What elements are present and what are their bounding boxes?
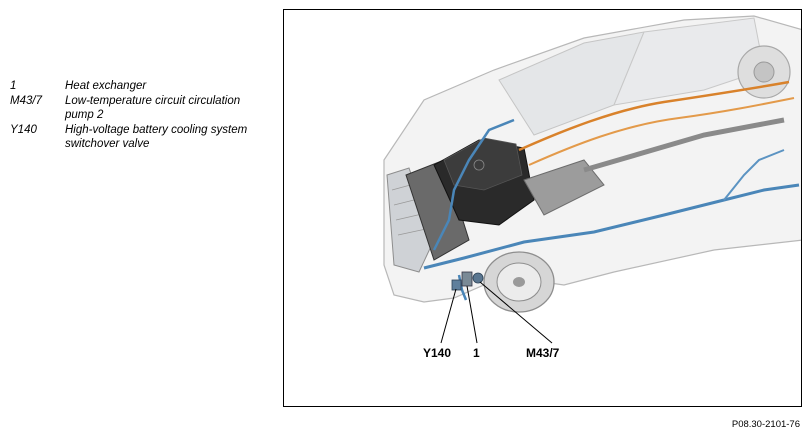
legend-code: M43/7	[10, 95, 42, 107]
legend-desc: High-voltage battery cooling system swit…	[65, 124, 248, 150]
heat-exchanger	[461, 271, 473, 287]
grille-bar	[397, 228, 427, 236]
engine-emblem-icon	[473, 159, 485, 171]
coolant-line	[423, 183, 800, 270]
callout-m43: M43/7	[526, 346, 560, 360]
leader-line-y140	[440, 288, 457, 344]
side-windows	[613, 17, 765, 106]
transmission	[523, 159, 605, 216]
legend-desc: Low-temperature circuit circulation pump…	[65, 95, 241, 121]
leader-line-m43	[479, 281, 553, 344]
front-grille	[386, 167, 435, 273]
hv-cable	[518, 80, 790, 152]
callout-1: 1	[473, 346, 480, 360]
legend-code: 1	[10, 80, 17, 92]
radiator-block	[405, 159, 470, 261]
circulation-pump	[472, 272, 484, 284]
drive-shaft	[583, 117, 785, 173]
legend-item-switchover-valve: Y140 High-voltage battery cooling system…	[10, 123, 272, 151]
legend-item-circulation-pump: M43/7 Low-temperature circuit circulatio…	[10, 94, 272, 122]
vehicle-cutaway-illustration	[383, 15, 801, 344]
figure-reference: P08.30-2101-76	[731, 419, 800, 430]
front-wheel-hub	[513, 277, 525, 287]
coolant-line	[432, 118, 515, 251]
grille-bar	[395, 213, 423, 221]
callout-y140: Y140	[423, 346, 452, 360]
leader-line-1	[466, 285, 478, 344]
rear-wheel-hub	[753, 61, 775, 83]
illustration-frame: Y140 1 M43/7	[283, 9, 802, 407]
switchover-valve	[451, 279, 462, 291]
legend-desc: Heat exchanger	[65, 80, 147, 92]
hv-cable	[528, 97, 795, 166]
legend-item-heat-exchanger: 1 Heat exchanger	[10, 79, 272, 93]
legend-code: Y140	[10, 124, 37, 136]
coolant-line	[723, 149, 785, 201]
legend: 1 Heat exchanger M43/7 Low-temperature c…	[10, 79, 272, 152]
